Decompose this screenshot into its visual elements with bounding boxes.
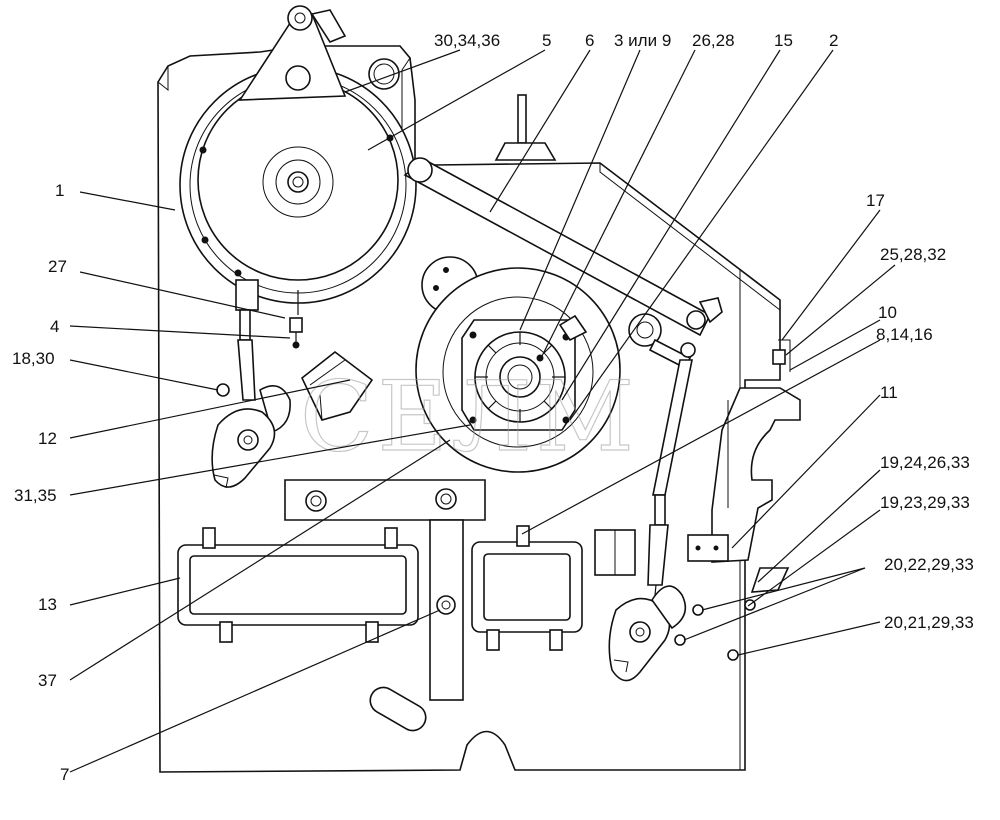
callout-5: 5 xyxy=(542,31,551,50)
callout-6: 6 xyxy=(585,31,594,50)
callout-25-28-32: 25,28,32 xyxy=(880,245,946,264)
callout-17: 17 xyxy=(866,191,885,210)
large-window xyxy=(177,527,419,643)
callout-labels: 1 30,34,36 5 6 3 или 9 26,28 15 2 17 25,… xyxy=(12,31,974,784)
callout-19-24-26-33: 19,24,26,33 xyxy=(880,453,970,472)
main-disc xyxy=(415,267,621,473)
nut-a xyxy=(692,604,704,616)
callout-15: 15 xyxy=(774,31,793,50)
callout-2: 2 xyxy=(829,31,838,50)
callout-1: 1 xyxy=(55,181,64,200)
nut-d xyxy=(727,649,739,661)
callout-8-14-16: 8,14,16 xyxy=(876,325,933,344)
upper-reel xyxy=(179,5,417,315)
callout-10: 10 xyxy=(878,303,897,322)
callout-20-22-29-33: 20,22,29,33 xyxy=(884,555,974,574)
callout-27: 27 xyxy=(48,257,67,276)
callout-7: 7 xyxy=(60,765,69,784)
nut-c xyxy=(674,634,686,646)
small-box xyxy=(301,350,374,421)
watermark: СЕЛМ xyxy=(300,361,638,473)
callout-30-34-36: 30,34,36 xyxy=(434,31,500,50)
right-clamp xyxy=(608,585,687,682)
bolt-assembly xyxy=(289,317,303,349)
callout-37: 37 xyxy=(38,671,57,690)
callout-3-or-9: 3 или 9 xyxy=(614,31,671,50)
mount-bar xyxy=(284,479,486,701)
callout-20-21-29-33: 20,21,29,33 xyxy=(884,613,974,632)
plate-11 xyxy=(687,534,729,562)
callout-4: 4 xyxy=(50,317,59,336)
bolt-18 xyxy=(216,383,230,397)
strut-arm xyxy=(403,157,723,337)
right-bracket xyxy=(711,339,801,593)
callout-13: 13 xyxy=(38,595,57,614)
callout-11: 11 xyxy=(880,383,898,402)
small-window xyxy=(471,525,583,651)
callout-18-30: 18,30 xyxy=(12,349,55,368)
callout-19-23-29-33: 19,23,29,33 xyxy=(880,493,970,512)
top-shaft xyxy=(494,94,557,161)
right-rod xyxy=(647,342,696,606)
callout-12: 12 xyxy=(38,429,57,448)
leader-lines xyxy=(69,49,896,773)
callout-31-35: 31,35 xyxy=(14,486,57,505)
small-block xyxy=(594,529,636,576)
oval-slot xyxy=(369,686,427,732)
callout-26-28: 26,28 xyxy=(692,31,735,50)
